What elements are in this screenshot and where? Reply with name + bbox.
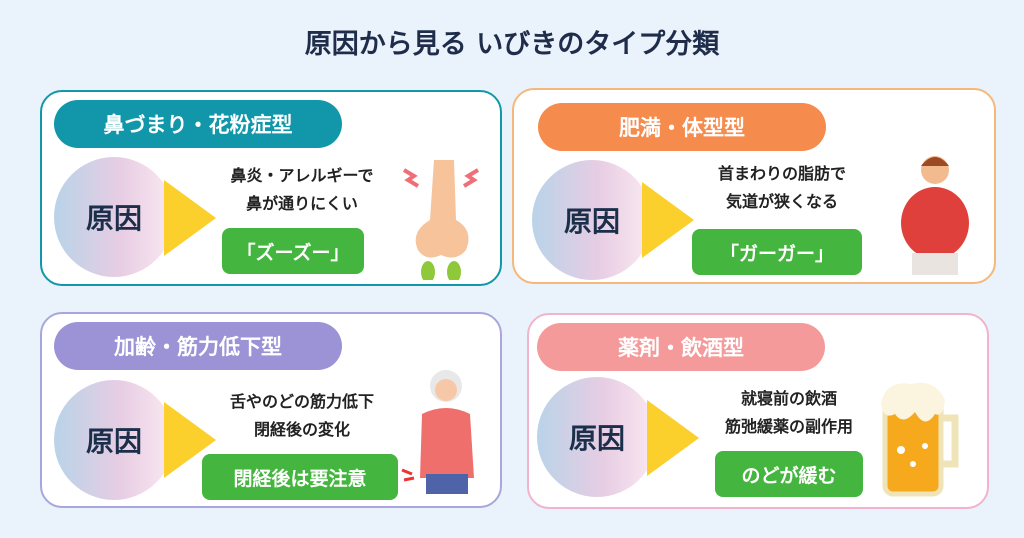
cause-line: 鼻炎・アレルギーで <box>230 166 374 185</box>
type-label: 薬剤・飲酒型 <box>537 323 825 371</box>
cause-text: 首まわりの脂肪で気道が狭くなる <box>672 160 892 216</box>
cause-line: 鼻が通りにくい <box>246 194 358 213</box>
sound-badge: 「ズーズー」 <box>222 228 364 274</box>
cause-text: 鼻炎・アレルギーで鼻が通りにくい <box>192 162 412 218</box>
beer-mug-icon <box>881 382 959 497</box>
cause-circle: 原因 <box>537 377 657 497</box>
arrow-icon <box>164 180 216 256</box>
nose-icon <box>402 160 480 280</box>
cause-line: 舌やのどの筋力低下 <box>229 392 374 411</box>
cause-line: 就寝前の飲酒 <box>740 389 837 408</box>
cause-line: 閉経後の変化 <box>253 420 350 439</box>
cause-line: 首まわりの脂肪で <box>717 164 846 183</box>
cause-line: 筋弛緩薬の副作用 <box>724 417 853 436</box>
cause-circle: 原因 <box>54 157 174 277</box>
sound-badge: 閉経後は要注意 <box>202 454 398 500</box>
cause-text: 舌やのどの筋力低下閉経後の変化 <box>192 388 412 444</box>
overweight-man-icon <box>901 156 969 275</box>
card-drug-alcohol-type: 薬剤・飲酒型 原因 就寝前の飲酒筋弛緩薬の副作用 のどが緩む <box>527 313 989 509</box>
arrow-icon <box>647 400 699 476</box>
cause-line: 気道が狭くなる <box>725 192 838 211</box>
arrow-icon <box>642 182 694 258</box>
cause-circle: 原因 <box>54 380 174 500</box>
type-label: 鼻づまり・花粉症型 <box>54 100 342 148</box>
elderly-woman-icon <box>401 370 474 494</box>
card-nasal-type: 鼻づまり・花粉症型 原因 鼻炎・アレルギーで鼻が通りにくい 「ズーズー」 <box>40 90 502 286</box>
type-label: 肥満・体型型 <box>538 103 826 151</box>
sound-badge: のどが緩む <box>715 451 863 497</box>
card-aging-type: 加齢・筋力低下型 原因 舌やのどの筋力低下閉経後の変化 閉経後は要注意 <box>40 312 502 508</box>
cause-text: 就寝前の飲酒筋弛緩薬の副作用 <box>679 385 899 441</box>
cause-circle: 原因 <box>532 160 652 280</box>
sound-badge: 「ガーガー」 <box>692 229 862 275</box>
card-obesity-type: 肥満・体型型 原因 首まわりの脂肪で気道が狭くなる 「ガーガー」 <box>512 88 996 284</box>
type-label: 加齢・筋力低下型 <box>54 322 342 370</box>
page-title: 原因から見る いびきのタイプ分類 <box>304 29 720 60</box>
